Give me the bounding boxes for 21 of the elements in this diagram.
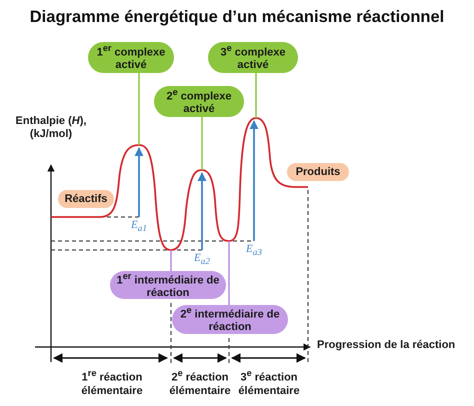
activated-complex-box: 3$^{e}$ complexe activé [208, 42, 298, 73]
energy-symbol: E$_{a3}$ [245, 243, 263, 258]
activated-complex-box: 1$^{er}$ complexe activé [88, 42, 174, 73]
leader-line [228, 241, 230, 305]
diagram-title: Diagramme énergétique d’un mécanisme réactionnel [28, 8, 446, 27]
energy-symbol: E$_{a1}$ [130, 219, 148, 234]
axis-label: 2$^{e}$ réaction élémentaire [168, 368, 232, 398]
axis-label: 3$^{e}$ réaction élémentaire [237, 368, 301, 398]
leader-line [201, 117, 203, 170]
intermediate-box: 2$^{e}$ intermédiaire de réaction [172, 305, 288, 334]
leader-line [138, 73, 140, 145]
leader-line [170, 250, 172, 271]
leader-line [255, 73, 257, 118]
axis-label: 1$^{re}$ réaction élémentaire [80, 368, 144, 398]
state-label-box: Réactifs [58, 190, 114, 208]
intermediate-box: 1$^{er}$ intermédiaire de réaction [110, 271, 226, 299]
activated-complex-box: 2$^{e}$ complexe activé [154, 86, 244, 117]
state-label-box: Produits [287, 163, 349, 181]
axis-title: Enthalpie (H), (kJ/mol) [14, 115, 88, 142]
energy-symbol: E$_{a2}$ [193, 252, 211, 268]
axis-title: Progression de la réaction [317, 339, 456, 352]
